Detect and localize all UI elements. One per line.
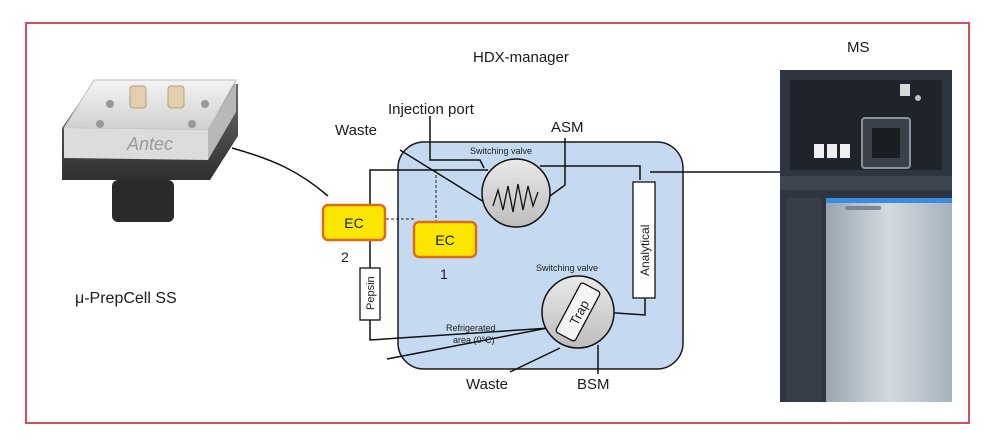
bsm-label: BSM: [577, 376, 610, 393]
hdx-manager-title: HDX-manager: [473, 49, 569, 66]
switching-valve-bottom-label: Switching valve: [536, 263, 598, 273]
ms-instrument: [780, 70, 952, 402]
device-cable: [231, 147, 329, 197]
ec-left-label: EC: [344, 215, 363, 231]
ec-cell-left: EC: [321, 203, 387, 242]
switching-valve-top: [481, 158, 551, 228]
waste-bottom-label: Waste: [466, 376, 508, 393]
switching-valve-bottom: Trap: [541, 275, 615, 349]
pepsin-label: Pepsin: [365, 276, 377, 310]
device-brand: Antec: [126, 134, 173, 154]
waste-top-label: Waste: [335, 122, 377, 139]
prepcell-device: Antec: [62, 79, 238, 222]
ec-number-1: 1: [440, 266, 448, 282]
asm-label: ASM: [551, 119, 584, 136]
ms-label: MS: [847, 39, 870, 56]
injection-port-label: Injection port: [388, 101, 475, 118]
analytical-column: Analytical: [632, 181, 656, 299]
refrigerated-line1: Refrigerated: [446, 323, 496, 333]
device-label: μ-PrepCell SS: [75, 290, 177, 307]
ec-right-label: EC: [435, 232, 454, 248]
figure-frame: [25, 22, 970, 424]
pepsin-column: Pepsin: [359, 267, 381, 321]
ec-cell-right: EC: [412, 220, 478, 259]
switching-valve-top-label: Switching valve: [470, 146, 532, 156]
ec-number-2: 2: [341, 249, 349, 265]
refrigerated-line2: area (0°C): [453, 335, 495, 345]
analytical-label: Analytical: [638, 225, 652, 276]
tubing: [369, 116, 780, 374]
